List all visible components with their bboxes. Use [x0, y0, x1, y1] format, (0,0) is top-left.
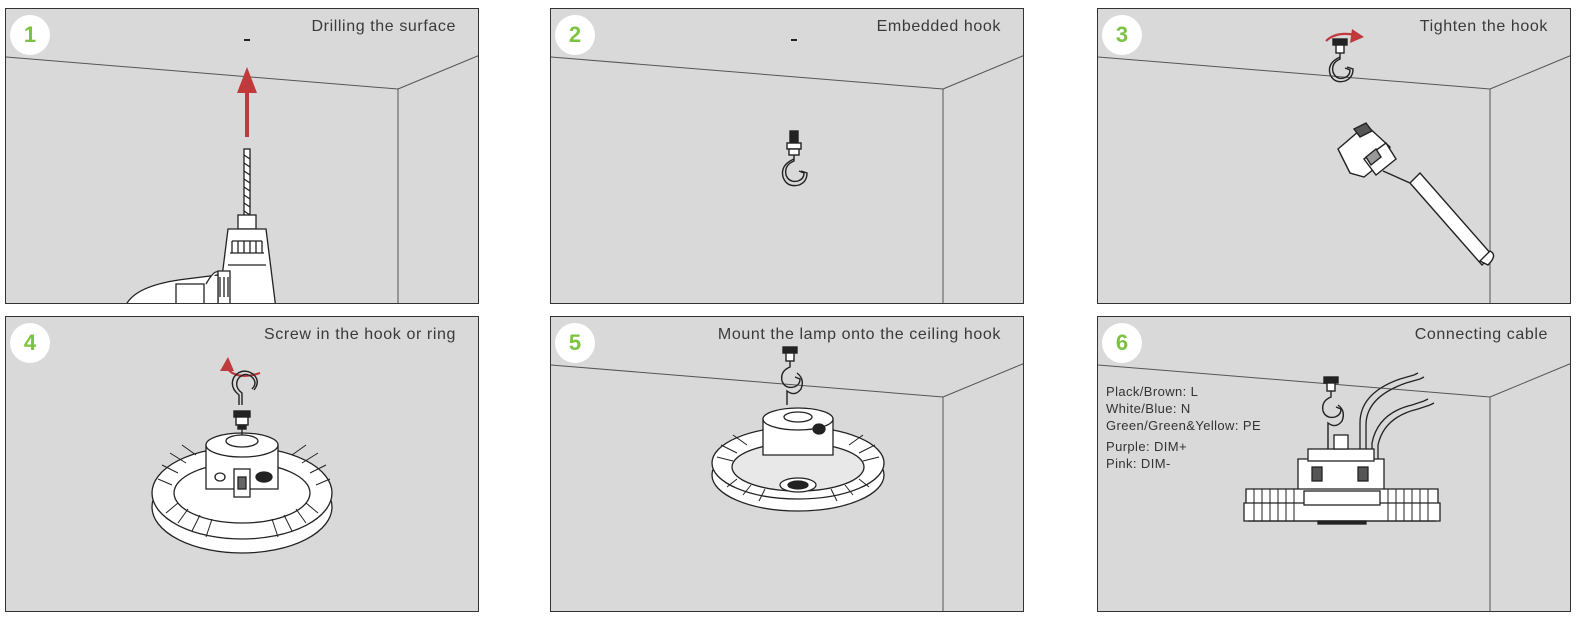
- step-title: Screw in the hook or ring: [264, 326, 456, 344]
- drill-icon: [126, 149, 276, 304]
- wiring-legend: Plack/Brown: L White/Blue: N Green/Green…: [1106, 383, 1261, 472]
- step-title: Mount the lamp onto the ceiling hook: [718, 326, 1001, 344]
- wire-line-neutral: White/Blue: N: [1106, 400, 1261, 417]
- wire-line-dim-minus: Pink: DIM-: [1106, 455, 1261, 472]
- step-panel-1: 1 Drilling the surface: [5, 8, 479, 304]
- lamp-assembly-drawing: [6, 317, 479, 612]
- room-corner-drawing: [1098, 9, 1571, 304]
- hook-icon: [782, 131, 807, 186]
- step-number: 1: [10, 15, 50, 55]
- wire-line-earth: Green/Green&Yellow: PE: [1106, 417, 1261, 434]
- high-bay-lamp-icon: [152, 429, 332, 553]
- high-bay-lamp-icon: [1244, 435, 1440, 524]
- step-number: 4: [10, 323, 50, 363]
- step-panel-2: 2 Embedded hook: [550, 8, 1024, 304]
- room-corner-drawing: [6, 9, 479, 304]
- step-panel-3: 3 Tighten the hook: [1097, 8, 1571, 304]
- room-corner-drawing: [551, 317, 1024, 612]
- step-title: Embedded hook: [877, 18, 1001, 36]
- step-panel-4: 4 Screw in the hook or ring: [5, 316, 479, 612]
- step-number: 5: [555, 323, 595, 363]
- step-title: Tighten the hook: [1420, 18, 1548, 36]
- step-panel-6: 6 Connecting cable Plack/Brown: L White/…: [1097, 316, 1571, 612]
- step-title: Drilling the surface: [312, 18, 457, 36]
- rotate-arrow-icon: [220, 357, 260, 376]
- step-number: 3: [1102, 15, 1142, 55]
- high-bay-lamp-icon: [712, 408, 884, 511]
- hook-icon: [1329, 39, 1353, 82]
- step-title: Connecting cable: [1415, 326, 1548, 344]
- room-corner-drawing: [551, 9, 1024, 304]
- wire-line-live: Plack/Brown: L: [1106, 383, 1261, 400]
- hook-icon: [782, 347, 803, 405]
- step-number: 2: [555, 15, 595, 55]
- wrench-icon: [1338, 123, 1494, 265]
- wire-line-dim-plus: Purple: DIM+: [1106, 438, 1261, 455]
- step-panel-5: 5 Mount the lamp onto the ceiling hook: [550, 316, 1024, 612]
- step-number: 6: [1102, 323, 1142, 363]
- hook-icon: [232, 371, 257, 429]
